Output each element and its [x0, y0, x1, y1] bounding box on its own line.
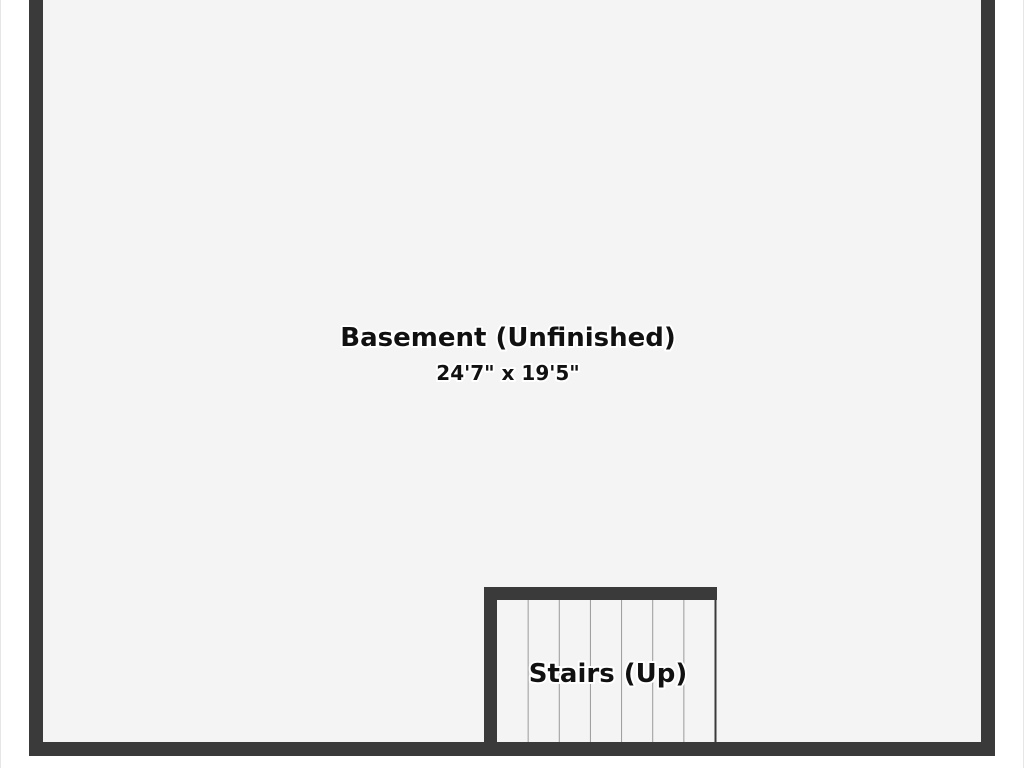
left-wall: [29, 0, 43, 756]
bottom-wall: [29, 742, 995, 756]
stairs-floor: [497, 600, 715, 742]
room-name: Basement (Unfinished): [340, 323, 676, 353]
stair-treads: [527, 600, 685, 742]
stairs: [484, 587, 717, 756]
stairs-left-wall: [484, 587, 497, 756]
stairs-label: Stairs (Up): [529, 659, 687, 689]
stairs-top-wall: [484, 587, 717, 600]
right-wall: [981, 0, 995, 756]
room-dimensions: 24'7" x 19'5": [436, 361, 579, 385]
